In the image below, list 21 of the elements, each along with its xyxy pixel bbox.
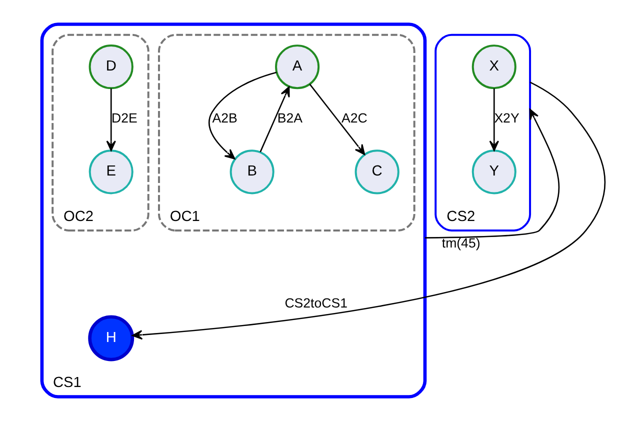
edge-label: tm(45) <box>441 235 480 250</box>
arrow <box>106 88 116 152</box>
node-circle: Y <box>471 150 516 194</box>
node-circle: C <box>354 150 399 194</box>
node-circle: X <box>471 44 516 90</box>
node-circle: A <box>274 44 320 90</box>
edge-label: D2E <box>110 110 137 126</box>
arrow <box>131 82 606 340</box>
edge-label: B2A <box>276 110 302 126</box>
arrow <box>308 84 365 156</box>
arrow <box>259 86 290 152</box>
node-circle: E <box>88 150 133 194</box>
node-circle: H <box>88 315 134 362</box>
node-circle: D <box>88 44 133 90</box>
edge-label: CS2toCS1 <box>284 296 347 311</box>
arrow <box>424 108 560 238</box>
arrow <box>208 72 276 160</box>
edge-label: A2C <box>341 110 367 126</box>
arrow <box>488 88 498 152</box>
edge-label: A2B <box>212 110 237 126</box>
node-circle: B <box>229 150 274 194</box>
